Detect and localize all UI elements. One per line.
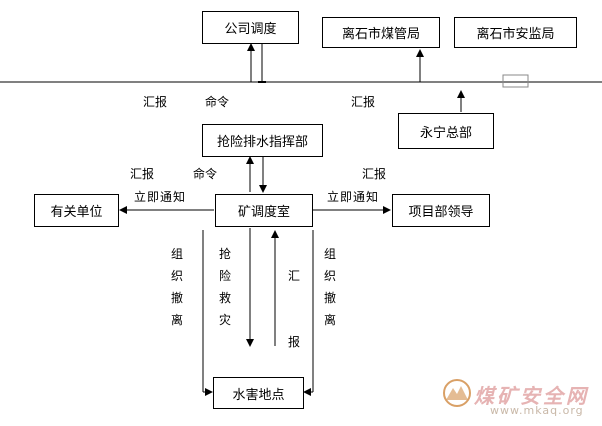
notify-right: 立即通知 bbox=[327, 190, 380, 204]
rescue-command-label: 抢险排水指挥部 bbox=[216, 135, 308, 150]
evacuate-right: 组织撤离 bbox=[323, 247, 336, 327]
rescue-command-box: 抢险排水指挥部 bbox=[202, 124, 323, 157]
rescue-label: 抢险救灾 bbox=[218, 247, 231, 327]
yongning-hq-label: 永宁总部 bbox=[419, 125, 472, 141]
safety-bureau-label: 离石市安监局 bbox=[476, 27, 555, 42]
mine-logo-icon bbox=[443, 379, 471, 407]
report-mid-right: 汇报 bbox=[362, 167, 387, 181]
divider-tab bbox=[502, 74, 529, 88]
command-top: 命令 bbox=[205, 95, 230, 109]
project-leader-label: 项目部领导 bbox=[408, 205, 474, 220]
evacuate-left: 组织撤离 bbox=[170, 247, 183, 327]
report-mid-left: 汇报 bbox=[130, 167, 155, 181]
yongning-hq-box: 永宁总部 bbox=[398, 113, 494, 149]
report-top-right: 汇报 bbox=[351, 95, 376, 109]
mine-dispatch-label: 矿调度室 bbox=[237, 205, 290, 220]
flood-site-label: 水害地点 bbox=[232, 387, 285, 403]
notify-left: 立即通知 bbox=[134, 190, 187, 204]
report-vertical: 汇报 bbox=[287, 269, 300, 349]
company-dispatch-label: 公司调度 bbox=[224, 22, 277, 37]
related-units-box: 有关单位 bbox=[34, 194, 119, 227]
coal-bureau-label: 离石市煤管局 bbox=[341, 27, 420, 42]
watermark-brand: 煤矿安全网 bbox=[474, 384, 589, 408]
related-units-label: 有关单位 bbox=[50, 205, 103, 220]
watermark-url: www.mkaq.org bbox=[490, 404, 584, 417]
coal-bureau-box: 离石市煤管局 bbox=[322, 17, 440, 48]
mine-dispatch-box: 矿调度室 bbox=[215, 194, 313, 227]
report-top-left: 汇报 bbox=[143, 95, 168, 109]
safety-bureau-box: 离石市安监局 bbox=[454, 17, 577, 48]
company-dispatch-box: 公司调度 bbox=[202, 11, 299, 44]
flood-site-box: 水害地点 bbox=[213, 377, 304, 409]
command-mid: 命令 bbox=[193, 167, 218, 181]
project-leader-box: 项目部领导 bbox=[392, 194, 490, 227]
